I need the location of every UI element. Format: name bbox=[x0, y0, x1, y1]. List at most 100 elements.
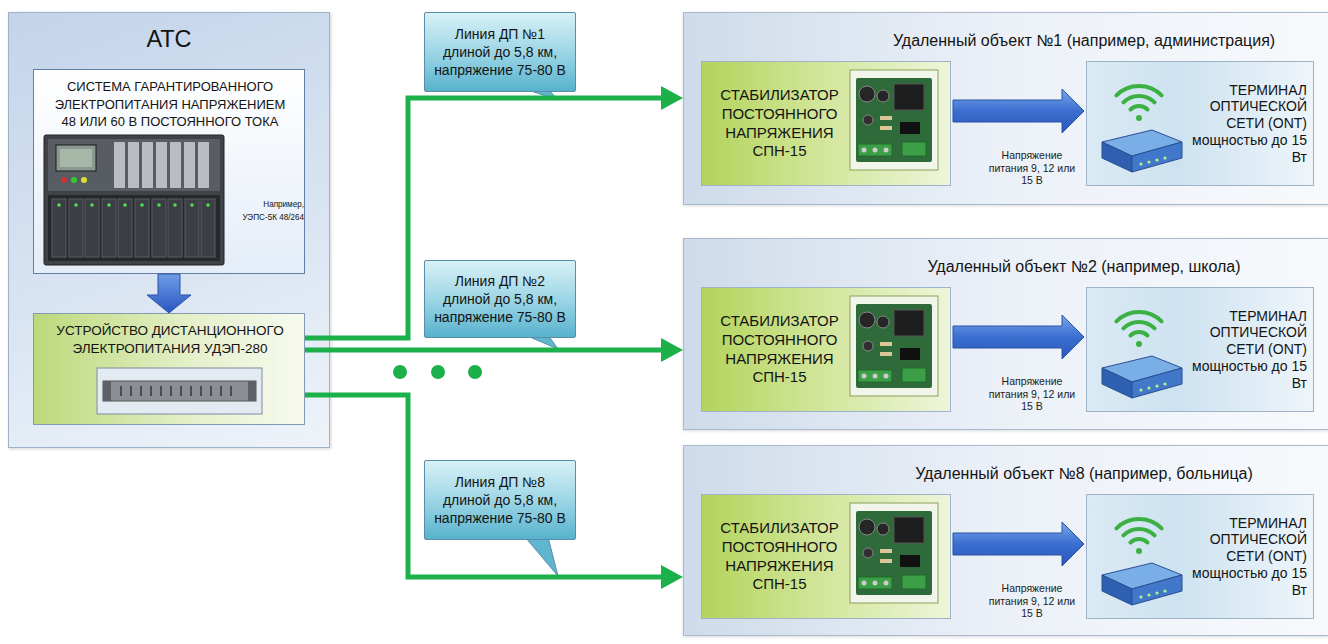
rectifier-module bbox=[102, 199, 116, 257]
rack-module bbox=[156, 142, 167, 188]
connector bbox=[305, 395, 683, 589]
text-slot: Удаленный объект №2 (например, школа) bbox=[849, 257, 1319, 276]
power-line bbox=[305, 395, 665, 577]
connector bbox=[953, 89, 1084, 133]
label-slot: Напряжение питания 9, 12 или 15 В bbox=[986, 582, 1078, 620]
block-arrow bbox=[953, 89, 1084, 133]
panel-title: Удаленный объект №2 (например, школа) bbox=[849, 257, 1319, 276]
udep-picture bbox=[97, 368, 262, 414]
text-slot: СТАБИЛИЗАТОР ПОСТОЯННОГО НАПРЯЖЕНИЯ СПН-… bbox=[712, 519, 847, 594]
rectifier-module bbox=[201, 199, 215, 257]
terminal-box: ТЕРМИНАЛ ОПТИЧЕСКОЙ СЕТИ (ONT) мощностью… bbox=[1086, 287, 1314, 412]
module-led bbox=[74, 203, 78, 207]
box-text: СИСТЕМА ГАРАНТИРОВАННОГО ЭЛЕКТРОПИТАНИЯ … bbox=[48, 78, 292, 131]
rectifier-module bbox=[52, 199, 66, 257]
rack-led bbox=[61, 177, 67, 183]
board-picture bbox=[850, 70, 938, 170]
rectifier-module bbox=[69, 199, 83, 257]
rack-module bbox=[198, 142, 209, 188]
voltage-label: Напряжение питания 9, 12 или 15 В bbox=[986, 582, 1078, 620]
power-rack-picture bbox=[44, 135, 224, 265]
text-slot: ТЕРМИНАЛ ОПТИЧЕСКОЙ СЕТИ (ONT) мощностью… bbox=[1190, 308, 1307, 392]
box-text: ТЕРМИНАЛ ОПТИЧЕСКОЙ СЕТИ (ONT) мощностью… bbox=[1190, 82, 1307, 166]
text-slot: Например, УЭПС-5К 48/264 bbox=[230, 198, 304, 224]
callout-bubble: Линия ДП №8 длиной до 5,8 км, напряжение… bbox=[424, 460, 576, 540]
terminal-box: ТЕРМИНАЛ ОПТИЧЕСКОЙ СЕТИ (ONT) мощностью… bbox=[1086, 61, 1314, 186]
rack-led bbox=[71, 177, 77, 183]
rack-bottom bbox=[48, 195, 220, 261]
module-led bbox=[157, 203, 161, 207]
rectifier-module bbox=[168, 199, 182, 257]
text-slot: АТС bbox=[9, 25, 329, 53]
box-text: УСТРОЙСТВО ДИСТАНЦИОННОГО ЭЛЕКТРОПИТАНИЯ… bbox=[38, 322, 302, 358]
udep-ear bbox=[103, 381, 111, 401]
panel-title: Удаленный объект №1 (например, администр… bbox=[849, 31, 1319, 50]
connector bbox=[305, 86, 683, 338]
udep-vents bbox=[121, 386, 231, 396]
box-text: ТЕРМИНАЛ ОПТИЧЕСКОЙ СЕТИ (ONT) мощностью… bbox=[1190, 308, 1307, 392]
label-slot: Напряжение питания 9, 12 или 15 В bbox=[986, 375, 1078, 413]
udep-frame bbox=[97, 368, 262, 414]
module-led bbox=[206, 203, 210, 207]
router-picture bbox=[1102, 519, 1182, 605]
module-led bbox=[123, 203, 127, 207]
text-slot: УСТРОЙСТВО ДИСТАНЦИОННОГО ЭЛЕКТРОПИТАНИЯ… bbox=[38, 322, 302, 358]
remote-site-panel: Удаленный объект №2 (например, школа) СТА… bbox=[683, 238, 1328, 430]
callout-bubble: Линия ДП №2 длиной до 5,8 км, напряжение… bbox=[424, 260, 576, 338]
line-label: Линия ДП №2 длиной до 5,8 км, напряжение… bbox=[434, 272, 566, 327]
box-text: СТАБИЛИЗАТОР ПОСТОЯННОГО НАПРЯЖЕНИЯ СПН-… bbox=[712, 312, 847, 387]
block-arrow bbox=[147, 274, 191, 313]
exchange-panel: АТС СИСТЕМА ГАРАНТИРОВАННОГО ЭЛЕКТРОПИТАН… bbox=[8, 12, 330, 448]
router-picture bbox=[1102, 86, 1182, 172]
stabilizer-box: СТАБИЛИЗАТОР ПОСТОЯННОГО НАПРЯЖЕНИЯ СПН-… bbox=[701, 61, 951, 186]
continuation-dot bbox=[393, 365, 407, 379]
box-text: ТЕРМИНАЛ ОПТИЧЕСКОЙ СЕТИ (ONT) мощностью… bbox=[1190, 515, 1307, 599]
text-slot: СТАБИЛИЗАТОР ПОСТОЯННОГО НАПРЯЖЕНИЯ СПН-… bbox=[712, 312, 847, 387]
text-slot: Удаленный объект №1 (например, администр… bbox=[849, 31, 1319, 50]
rack-screen bbox=[60, 149, 92, 167]
label-slot: Напряжение питания 9, 12 или 15 В bbox=[986, 149, 1078, 187]
remote-site-panel: Удаленный объект №8 (например, больница)… bbox=[683, 445, 1328, 636]
remote-site-panel: Удаленный объект №1 (например, администр… bbox=[683, 12, 1328, 205]
power-system-box: СИСТЕМА ГАРАНТИРОВАННОГО ЭЛЕКТРОПИТАНИЯ … bbox=[33, 69, 305, 274]
module-led bbox=[90, 203, 94, 207]
panel-title: АТС bbox=[9, 25, 329, 53]
callout-bubble: Линия ДП №1 длиной до 5,8 км, напряжение… bbox=[424, 12, 576, 92]
stabilizer-box: СТАБИЛИЗАТОР ПОСТОЯННОГО НАПРЯЖЕНИЯ СПН-… bbox=[701, 494, 951, 619]
voltage-label: Напряжение питания 9, 12 или 15 В bbox=[986, 375, 1078, 413]
text-slot: ТЕРМИНАЛ ОПТИЧЕСКОЙ СЕТИ (ONT) мощностью… bbox=[1190, 82, 1307, 166]
stabilizer-box: СТАБИЛИЗАТОР ПОСТОЯННОГО НАПРЯЖЕНИЯ СПН-… bbox=[701, 287, 951, 412]
rectifier-module bbox=[118, 199, 132, 257]
rack-module bbox=[114, 142, 125, 188]
udep-body bbox=[103, 381, 256, 401]
rack-body bbox=[44, 135, 224, 265]
terminal-box: ТЕРМИНАЛ ОПТИЧЕСКОЙ СЕТИ (ONT) мощностью… bbox=[1086, 494, 1314, 619]
udep-ear bbox=[248, 381, 256, 401]
rack-module bbox=[142, 142, 153, 188]
router-picture bbox=[1102, 312, 1182, 398]
connector bbox=[147, 274, 191, 313]
module-led bbox=[107, 203, 111, 207]
power-line bbox=[305, 348, 665, 353]
arrow-head bbox=[661, 338, 683, 362]
module-led bbox=[57, 203, 61, 207]
text-slot: СИСТЕМА ГАРАНТИРОВАННОГО ЭЛЕКТРОПИТАНИЯ … bbox=[48, 78, 292, 131]
rack-display bbox=[56, 145, 96, 171]
rectifier-module bbox=[85, 199, 99, 257]
board-picture bbox=[850, 296, 938, 396]
callout-tail bbox=[525, 537, 558, 576]
block-arrow bbox=[953, 315, 1084, 359]
box-text: СТАБИЛИЗАТОР ПОСТОЯННОГО НАПРЯЖЕНИЯ СПН-… bbox=[712, 86, 847, 161]
continuation-dot bbox=[468, 365, 482, 379]
remote-power-box: УСТРОЙСТВО ДИСТАНЦИОННОГО ЭЛЕКТРОПИТАНИЯ… bbox=[33, 313, 305, 425]
rack-module bbox=[128, 142, 139, 188]
continuation-dot bbox=[431, 365, 445, 379]
line-label: Линия ДП №1 длиной до 5,8 км, напряжение… bbox=[434, 25, 566, 80]
rectifier-module bbox=[152, 199, 166, 257]
board-picture bbox=[850, 503, 938, 603]
connector bbox=[953, 315, 1084, 359]
panel-title: Удаленный объект №8 (например, больница) bbox=[849, 464, 1319, 483]
module-led bbox=[190, 203, 194, 207]
connector bbox=[305, 338, 683, 362]
